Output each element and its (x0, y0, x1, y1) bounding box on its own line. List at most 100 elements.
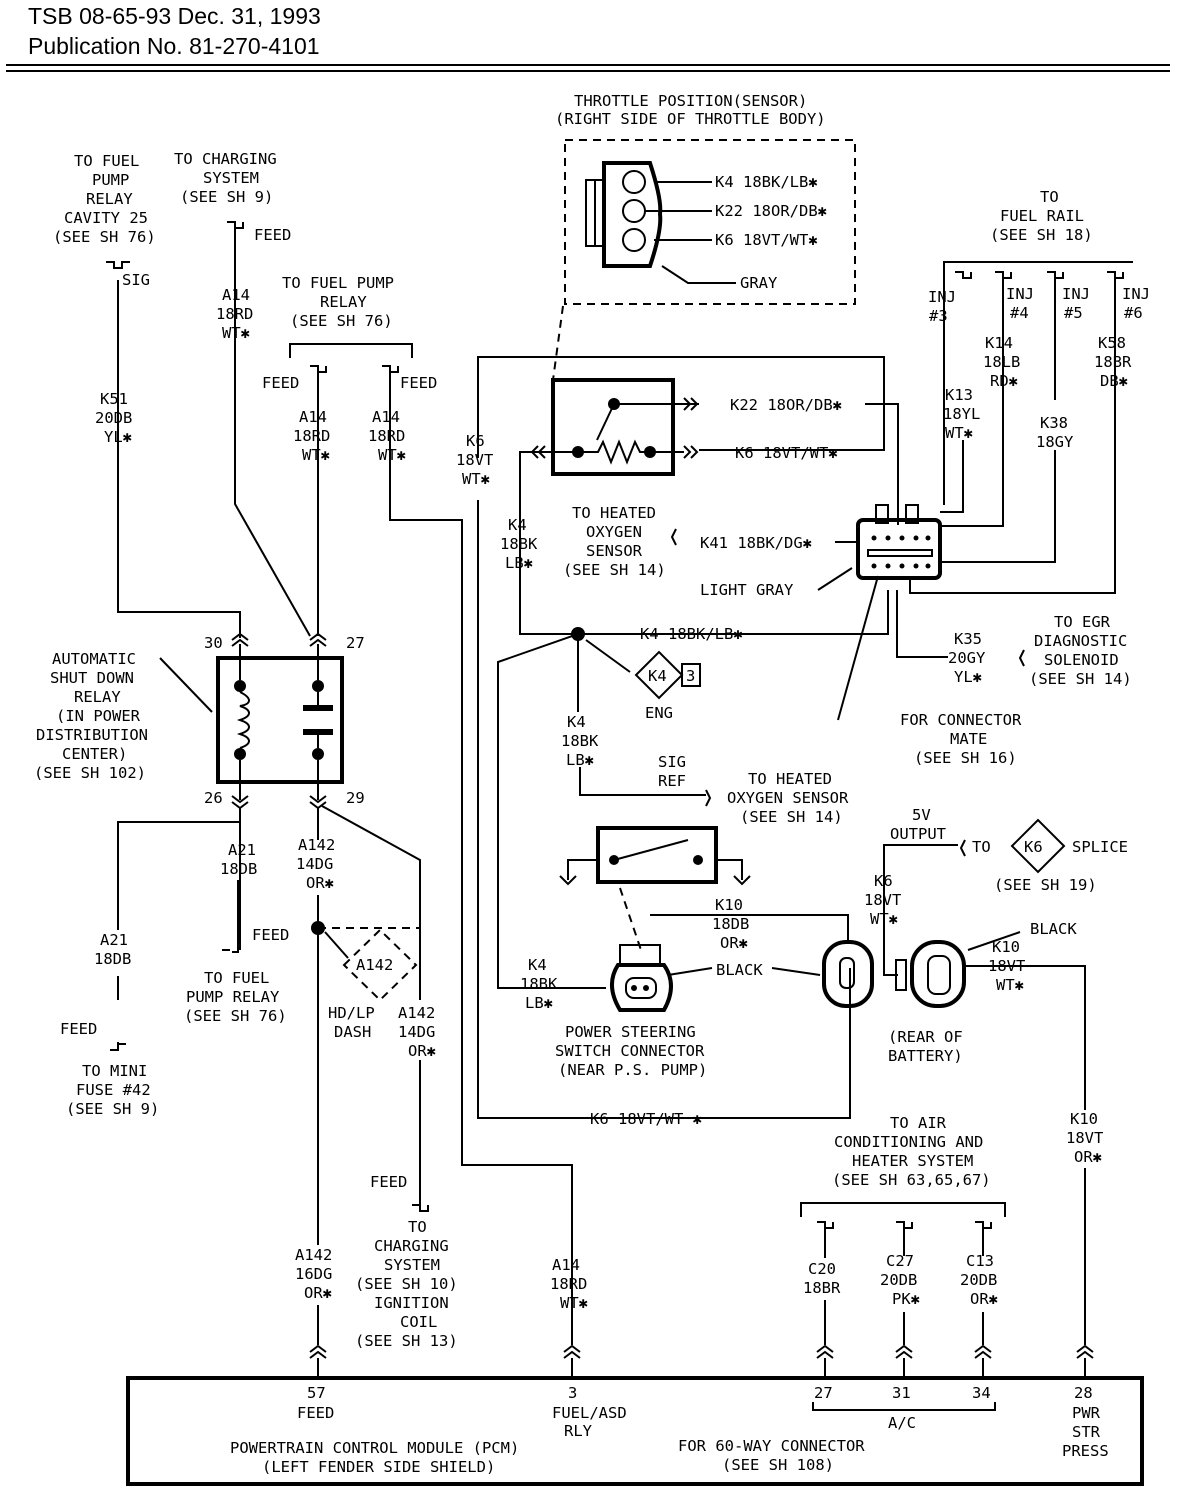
k4-d: K4 (567, 713, 586, 731)
pcm-pin-27: 27 (814, 1384, 833, 1402)
rob-2: BATTERY) (888, 1047, 963, 1065)
tcs-9: COIL (400, 1313, 437, 1331)
tps-connector (585, 161, 736, 284)
feed-1: FEED (254, 226, 291, 244)
k58-a: K58 (1098, 334, 1126, 352)
k4-f: LB✱ (566, 751, 595, 769)
k10-d: K10 (992, 938, 1020, 956)
k6-splice-diamond (1010, 818, 1066, 874)
fcm-3: (SEE SH 16) (914, 749, 1017, 767)
ac-4: (SEE SH 63,65,67) (832, 1171, 991, 1189)
feed-5: FEED (60, 1020, 97, 1038)
splice-label: SPLICE (1072, 838, 1128, 856)
ac-1: TO AIR (890, 1114, 947, 1132)
asd-1: AUTOMATIC (52, 650, 136, 668)
a21-d: 18DB (94, 950, 131, 968)
pcm-connector: FOR 60-WAY CONNECTOR (678, 1437, 865, 1455)
k10-i: OR✱ (1074, 1148, 1103, 1166)
diagram-labels: THROTTLE POSITION(SENSOR) (RIGHT SIDE OF… (34, 92, 1150, 1350)
tho-6: OXYGEN SENSOR (727, 789, 849, 807)
inj5-b: #5 (1064, 304, 1083, 322)
a14-b: 18RD (216, 305, 253, 323)
egr-4: (SEE SH 14) (1029, 670, 1132, 688)
k13-b: 18YL (943, 405, 980, 423)
o2-k22: K22 18OR/DB✱ (730, 396, 843, 414)
a142-i: 16DG (295, 1265, 332, 1283)
asd-4: (IN POWER (56, 707, 141, 725)
power-steering-switch (559, 826, 751, 886)
sigref-2: REF (658, 772, 686, 790)
sig-label: SIG (122, 271, 150, 289)
k4-a: K4 (508, 516, 527, 534)
k4-i: LB✱ (525, 994, 554, 1012)
k6-c: WT✱ (462, 470, 491, 488)
tfpr-3: (SEE SH 76) (290, 312, 393, 330)
a142-c: OR✱ (306, 874, 335, 892)
a142-f: 14DG (398, 1023, 435, 1041)
tho-3: SENSOR (586, 542, 643, 560)
a21-b: 18DB (220, 860, 257, 878)
tfpr-1: TO FUEL PUMP (282, 274, 394, 292)
k35-a: K35 (954, 630, 982, 648)
hdlp-1: HD/LP (328, 1004, 375, 1022)
fivev-2: OUTPUT (890, 825, 946, 843)
k6-bus-label: K6 18VT/WT ✱ (590, 1110, 703, 1128)
tps-title: THROTTLE POSITION(SENSOR) (574, 92, 807, 110)
black-2: BLACK (1030, 920, 1077, 938)
pcm-pin-arrows (309, 1344, 1094, 1378)
a142-h: A142 (295, 1246, 332, 1264)
a142-d: A142 (356, 956, 393, 974)
inj4-b: #4 (1010, 304, 1029, 322)
tmf-3: (SEE SH 9) (66, 1100, 159, 1118)
k4-c: LB✱ (505, 554, 534, 572)
k38-b: 18GY (1036, 433, 1074, 451)
k10-b: 18DB (712, 915, 749, 933)
tcs-5: CHARGING (374, 1237, 449, 1255)
pcm-pin-3-label1: FUEL/ASD (552, 1404, 627, 1422)
tmf-2: FUSE #42 (76, 1081, 151, 1099)
tfpr-2: RELAY (320, 293, 367, 311)
k10-a: K10 (715, 896, 743, 914)
tfr-3: (SEE SH 18) (990, 226, 1093, 244)
a14-a: A14 (222, 286, 250, 304)
eng-label: ENG (645, 704, 673, 722)
pcm-pin-28-label3: PRESS (1062, 1442, 1109, 1460)
pin-30: 30 (204, 634, 223, 652)
pcm-box (126, 1376, 1144, 1486)
ffp-1: TO FUEL (74, 152, 139, 170)
pcm-pin-34: 34 (972, 1384, 991, 1402)
egr-1: TO EGR (1054, 613, 1111, 631)
pcm-pin-31: 31 (892, 1384, 911, 1402)
c20-a: C20 (808, 1260, 836, 1278)
inj4-a: INJ (1006, 285, 1034, 303)
a14-j: A14 (552, 1256, 580, 1274)
k35-b: 20GY (948, 649, 986, 667)
asd-5: DISTRIBUTION (36, 726, 148, 744)
c20-b: 18BR (803, 1279, 841, 1297)
k58-b: 18BR (1094, 353, 1132, 371)
a14-c: WT✱ (222, 324, 251, 342)
fcm-2: MATE (950, 730, 987, 748)
pcm-pin-28-label1: PWR (1072, 1404, 1101, 1422)
rob-1: (REAR OF (888, 1028, 963, 1046)
k10-c: OR✱ (720, 934, 749, 952)
k6-a: K6 (466, 432, 485, 450)
feed-4: FEED (252, 926, 289, 944)
asd-3: RELAY (74, 688, 121, 706)
publication-number: Publication No. 81-270-4101 (28, 33, 320, 59)
asd-7: (SEE SH 102) (34, 764, 146, 782)
ffp-4: CAVITY 25 (64, 209, 148, 227)
pcm-location: (LEFT FENDER SIDE SHIELD) (262, 1458, 495, 1476)
header-rule-top (6, 64, 1170, 66)
k58-c: DB✱ (1100, 372, 1129, 390)
k4-e: 18BK (561, 732, 599, 750)
tps-k22: K22 18OR/DB✱ (715, 202, 828, 220)
ac-3: HEATER SYSTEM (852, 1152, 973, 1170)
wire-break-marks (106, 221, 1124, 1229)
c13-c: OR✱ (970, 1290, 999, 1308)
k4-g: K4 (528, 956, 547, 974)
inj3-b: #3 (929, 307, 948, 325)
ffp-5: (SEE SH 76) (53, 228, 156, 246)
ffp-3: RELAY (86, 190, 133, 208)
pcm-pin-28: 28 (1074, 1384, 1093, 1402)
